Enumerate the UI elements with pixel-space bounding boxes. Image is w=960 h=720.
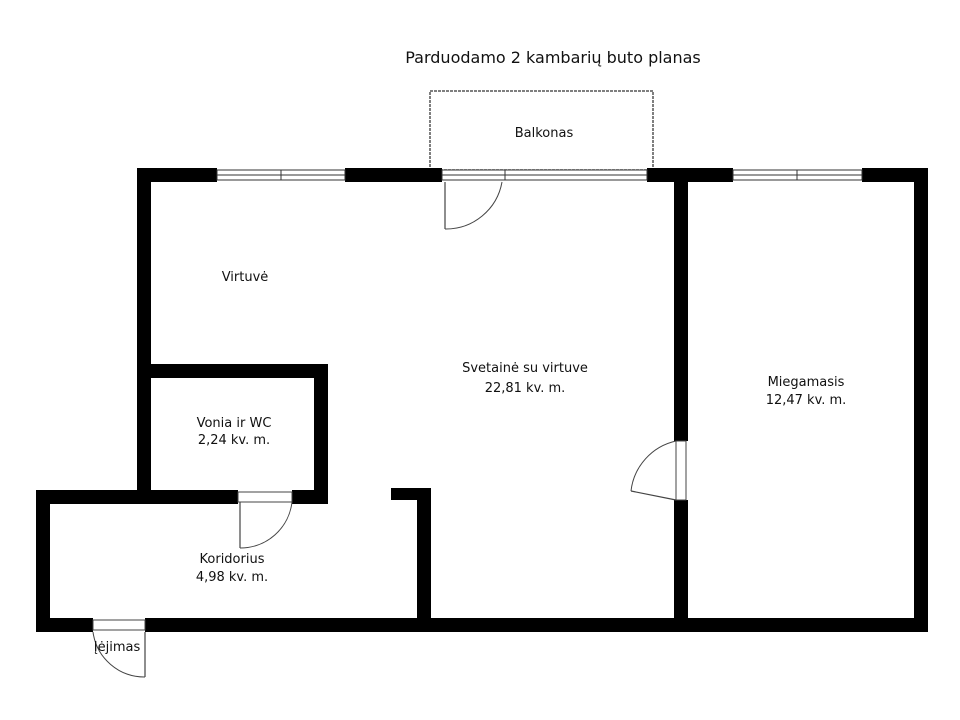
bedroom-label: Miegamasis: [768, 375, 845, 390]
wall-bottom: [145, 618, 928, 632]
kitchen-label: Virtuvė: [222, 270, 269, 285]
door-bedroom: [630, 440, 687, 501]
wall-corridor-top: [36, 490, 238, 504]
wall-top-mid-right: [647, 168, 733, 182]
wall-bottom-left: [36, 618, 93, 632]
wall-top-right: [862, 168, 928, 182]
wall-bedroom-upper: [674, 168, 688, 441]
door-entrance: [92, 619, 146, 678]
door-bathroom: [237, 491, 293, 549]
door-balcony: [444, 181, 503, 230]
bedroom-area: 12,47 kv. m.: [766, 393, 847, 408]
bathroom-label: Vonia ir WC: [197, 416, 272, 431]
walls: [36, 168, 928, 632]
wall-bath-right: [314, 364, 328, 504]
wall-bedroom-lower: [674, 500, 688, 632]
balcony: Balkonas: [429, 90, 654, 171]
corridor-area: 4,98 kv. m.: [196, 570, 268, 585]
wall-right: [914, 168, 928, 632]
wall-corridor-left: [36, 490, 50, 632]
plan-title: Parduodamo 2 kambarių buto planas: [405, 48, 701, 67]
window-right: [732, 169, 863, 181]
balcony-label: Balkonas: [515, 126, 574, 141]
living-label: Svetainė su virtuve: [462, 361, 588, 376]
wall-top-left: [137, 168, 217, 182]
window-balcony: [441, 169, 648, 181]
wall-partition: [417, 488, 431, 632]
bathroom-area: 2,24 kv. m.: [198, 433, 270, 448]
wall-left-upper: [137, 168, 151, 504]
wall-top-mid: [345, 168, 442, 182]
window-left: [216, 169, 346, 181]
corridor-label: Koridorius: [200, 552, 265, 567]
entrance-label: Įėjimas: [94, 640, 141, 655]
living-area: 22,81 kv. m.: [485, 381, 566, 396]
wall-bath-top: [137, 364, 328, 378]
